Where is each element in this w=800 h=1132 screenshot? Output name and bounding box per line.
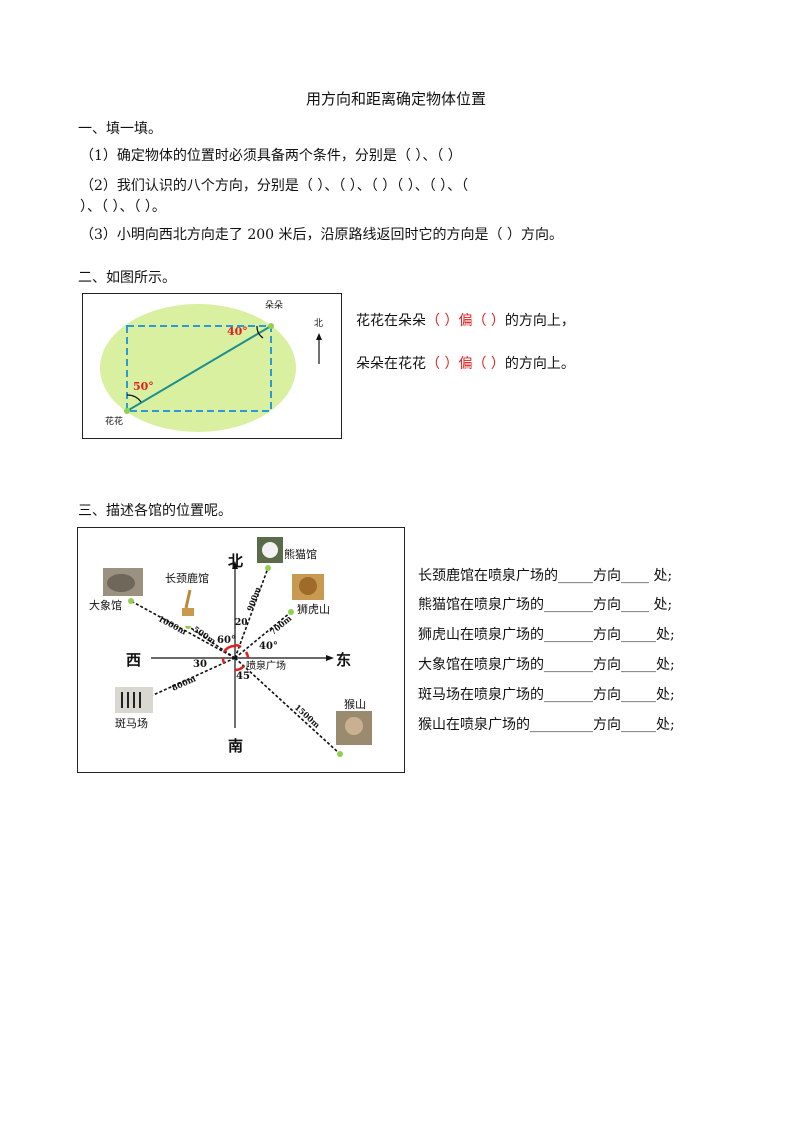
point-monkey bbox=[337, 751, 343, 757]
answer-line-zebra: 斑马场在喷泉广场的_______方向_____处; bbox=[418, 687, 675, 703]
section2-line1: 花花在朵朵（ ）偏（ ）的方向上， bbox=[356, 313, 575, 329]
angle-45-label: 45 bbox=[236, 671, 250, 682]
label-south: 南 bbox=[228, 737, 244, 755]
ray-monkey bbox=[234, 657, 341, 755]
point-huahua bbox=[124, 408, 130, 414]
label-fountain-square: 喷泉广场 bbox=[246, 661, 286, 672]
point-lion bbox=[288, 609, 294, 615]
monkey-face bbox=[345, 717, 363, 735]
point-elephant bbox=[128, 598, 134, 604]
question-2-line1: （2）我们认识的八个方向，分别是（ ）、（ ）、（ ）（ ）、（ ）、（ bbox=[80, 178, 469, 194]
lion-mane bbox=[299, 577, 317, 595]
section2-heading: 二、如图所示。 bbox=[78, 270, 176, 286]
angle-30-label: 30 bbox=[193, 659, 207, 670]
label-duoduo: 朵朵 bbox=[265, 301, 284, 311]
label-zebra-field: 斑马场 bbox=[115, 717, 148, 730]
angle-40-label: 40° bbox=[227, 325, 248, 338]
north-arrow-icon bbox=[316, 333, 322, 340]
label-monkey-hill: 猴山 bbox=[344, 698, 366, 711]
diagram-dashed-rect bbox=[126, 325, 272, 412]
angle-50-label: 50° bbox=[133, 380, 154, 393]
diagram-graphic bbox=[100, 304, 322, 432]
angle-mark-40 bbox=[244, 651, 250, 659]
ray-panda bbox=[234, 567, 269, 659]
zebra-stripes bbox=[121, 692, 141, 708]
diagram-diagonal-line bbox=[126, 325, 272, 412]
point-panda bbox=[265, 565, 271, 571]
elephant-shape bbox=[107, 574, 135, 592]
zoo-map: 北 南 东 西 喷泉广场 熊猫馆 长颈鹿馆 大象馆 狮虎山 斑马场 猴山 100… bbox=[77, 527, 405, 773]
ray-zebra bbox=[139, 657, 236, 702]
label-north: 北 bbox=[228, 552, 244, 570]
label-elephant-hall: 大象馆 bbox=[89, 599, 122, 612]
label-huahua: 花花 bbox=[105, 417, 124, 427]
angle-mark-45 bbox=[234, 665, 245, 672]
label-east: 东 bbox=[336, 651, 352, 669]
question-3: （3）小明向西北方向走了 200 米后，沿原路线返回时它的方向是（ ）方向。 bbox=[80, 227, 563, 243]
section1-heading: 一、填一填。 bbox=[78, 121, 162, 137]
answer-line-giraffe: 长颈鹿馆在喷泉广场的_____方向____ 处; bbox=[418, 568, 673, 584]
section2-line2: 朵朵在花花（ ）偏（ ）的方向上。 bbox=[356, 356, 575, 372]
answer-line-elephant: 大象馆在喷泉广场的_______方向_____处; bbox=[418, 657, 675, 673]
arrow-north-icon bbox=[232, 561, 238, 569]
angle-arc-bottom bbox=[126, 394, 142, 403]
label-panda-hall: 熊猫馆 bbox=[284, 548, 317, 561]
angle-60-label: 60° bbox=[217, 635, 236, 646]
page-title: 用方向和距离确定物体位置 bbox=[306, 90, 487, 108]
angle-20-label: 20 bbox=[235, 618, 248, 628]
angle-mark-30 bbox=[221, 657, 226, 664]
section3-heading: 三、描述各馆的位置呢。 bbox=[78, 503, 232, 519]
answer-line-lion: 狮虎山在喷泉广场的_______方向_____处; bbox=[418, 627, 675, 643]
diagram-huahua-duoduo: 40° 50° 朵朵 花花 北 bbox=[82, 293, 342, 439]
giraffe-photo bbox=[175, 586, 201, 626]
angle-arc-top bbox=[256, 325, 264, 339]
zoo-map-graphic bbox=[103, 537, 372, 757]
question-2-line2: ）、（ ）、（ ）。 bbox=[80, 199, 166, 215]
label-north: 北 bbox=[314, 319, 324, 329]
giraffe-body bbox=[182, 608, 194, 616]
ray-lion bbox=[234, 611, 292, 659]
angle-40-label: 40° bbox=[259, 641, 278, 652]
ray-giraffe bbox=[187, 625, 236, 659]
point-duoduo bbox=[268, 323, 274, 329]
panda-face bbox=[262, 542, 278, 558]
angle-mark-60 bbox=[222, 644, 236, 653]
giraffe-neck bbox=[184, 589, 192, 609]
answer-line-monkey: 猴山在喷泉广场的_________方向_____处; bbox=[418, 717, 675, 733]
label-west: 西 bbox=[126, 651, 142, 669]
label-giraffe-hall: 长颈鹿馆 bbox=[165, 572, 209, 585]
arrow-east-icon bbox=[326, 655, 334, 661]
label-lion-tiger-hill: 狮虎山 bbox=[297, 603, 330, 616]
answer-line-panda: 熊猫馆在喷泉广场的_______方向____ 处; bbox=[418, 597, 673, 613]
question-1: （1）确定物体的位置时必须具备两个条件，分别是（ ）、（ ） bbox=[80, 148, 462, 164]
